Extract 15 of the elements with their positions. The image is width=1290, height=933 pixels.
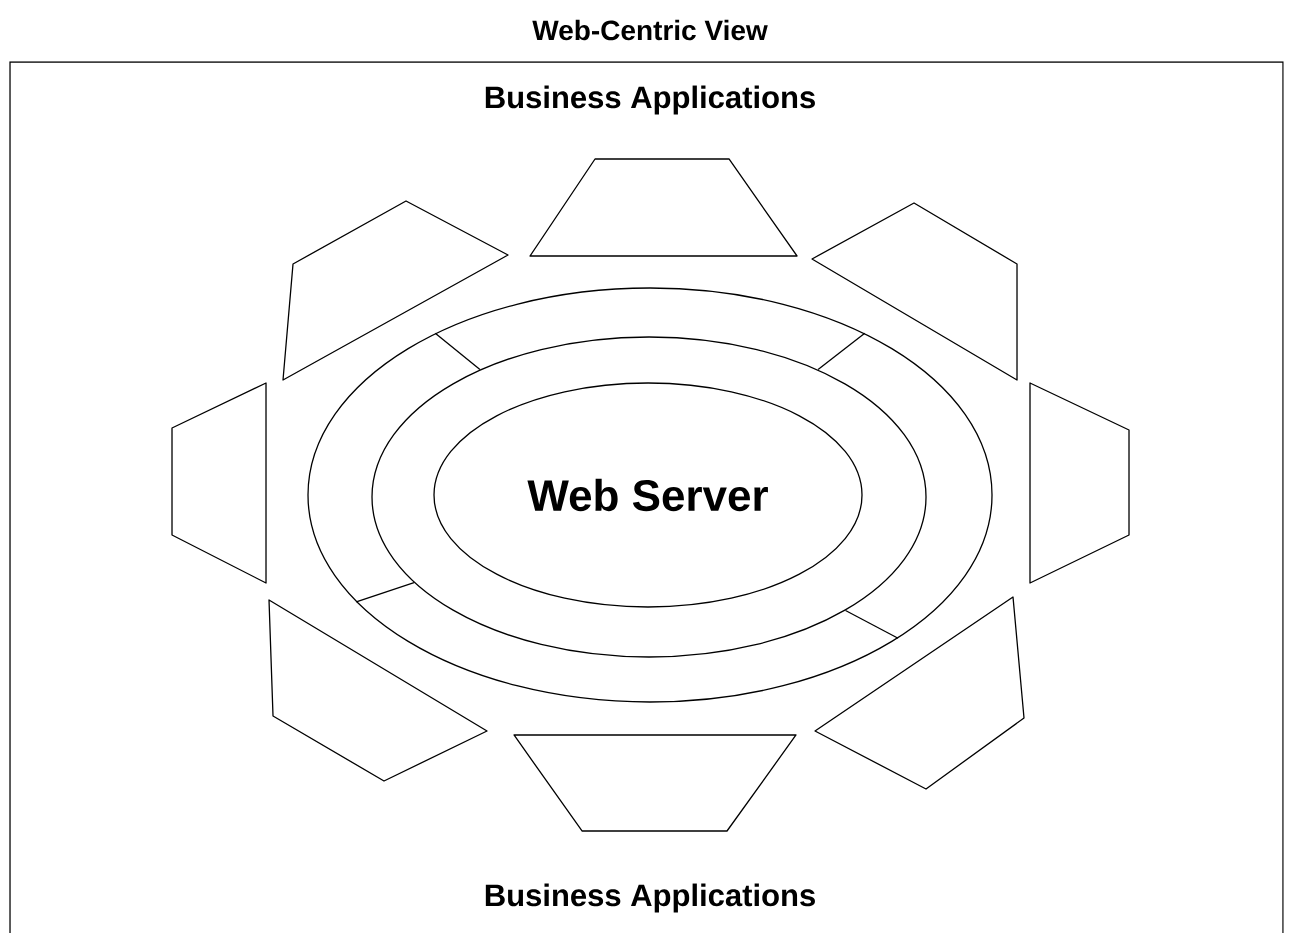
title: Web-Centric View [532, 19, 768, 41]
trapezoid-shape [1029, 382, 1130, 584]
connector-line [817, 332, 866, 371]
trapezoid-shape [171, 382, 267, 584]
trapezoid-shape [282, 200, 509, 381]
trapezoid-shape [513, 734, 797, 832]
connector-line [434, 332, 481, 371]
trapezoid-shape [811, 202, 1018, 381]
ring-ellipse [307, 287, 993, 703]
trapezoid-shape [268, 599, 488, 782]
connector-line [355, 581, 415, 603]
trapezoid-shape [529, 158, 798, 257]
ring-ellipse [371, 336, 927, 658]
trapezoid-shape [814, 596, 1025, 790]
connector-line [844, 609, 899, 639]
